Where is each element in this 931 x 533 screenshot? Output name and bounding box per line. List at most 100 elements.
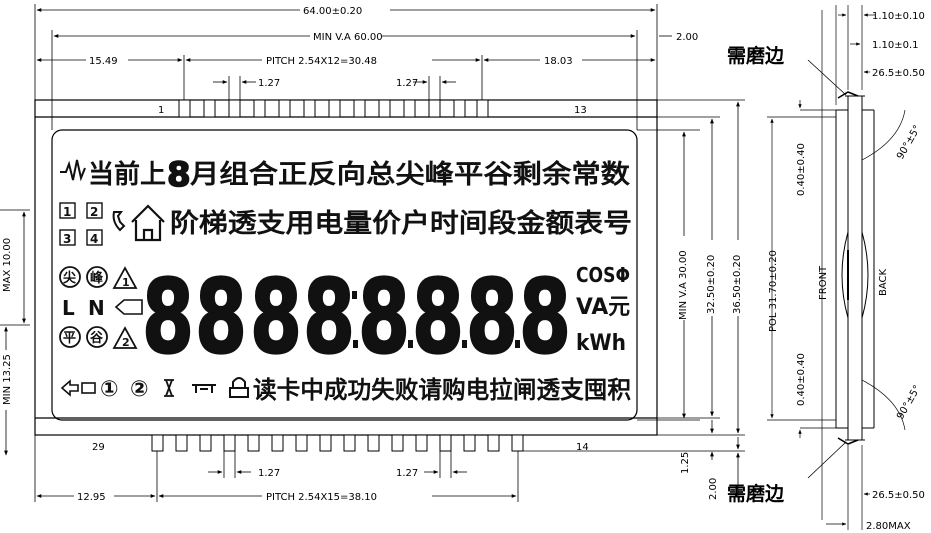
arrow-indicator-icon [114,299,143,315]
house-icon [131,204,165,242]
bottom-pin [295,434,308,452]
tariff-flat: 平 [63,331,76,346]
quadrant-1: 1 [63,205,71,219]
dim-left-min: MIN 13.25 [2,354,13,405]
top-pins [178,99,489,118]
dim-top-pin-spacing-right: 1.27 [396,78,418,89]
top-pin [203,99,216,118]
quadrant-2: 2 [90,205,98,219]
top-pin [403,99,416,118]
tariff-indicators: 尖 峰 平 谷 [59,266,108,348]
digit: 8 [303,258,355,377]
bottom-pin [367,434,380,452]
bottom-pin [415,434,428,452]
top-pin [353,99,366,118]
digit: 8 [519,258,571,377]
row1-text: 月组合正反向总尖峰平谷剩余常数 [189,159,631,190]
dim-bottom-pin-spacing-right: 1.27 [396,468,418,479]
quadrant-3: 3 [63,232,71,246]
row4-text: 读卡中成功失败请购电拉闸透支囤积 [253,376,631,404]
lock-icon [229,377,249,398]
side-bottom-width: 26.5±0.50 [872,490,925,501]
top-pin [178,99,191,118]
dim-top-pin-spacing-left: 1.27 [258,78,280,89]
key-icon [192,384,216,393]
pin-label-last-top: 13 [574,105,587,116]
grinding-note-top: 需磨边 [727,44,785,67]
side-top-thickness: 1.10±0.10 [872,11,925,22]
bottom-pin [463,434,476,452]
side-top-width: 26.5±0.50 [872,68,925,79]
side-front-label: FRONT [818,265,829,300]
phase-n: N [88,296,105,320]
dim-view-area-width: MIN V.A 60.00 [313,32,383,43]
top-pin [303,99,316,118]
side-top-thickness-2: 1.10±0.1 [872,40,919,51]
viewing-area [51,129,638,421]
top-pin [253,99,266,118]
warning-icon-1 [112,266,138,289]
top-pin [453,99,466,118]
dim-overall-width: 64.00±0.20 [303,6,362,17]
decimal-point [462,340,467,348]
pin-label-first-bottom: 29 [92,442,105,453]
circle-1-indicator: ① [100,377,119,402]
bottom-pin [271,434,284,452]
dim-right-height-inner: 32.50±0.20 [706,255,717,314]
circle-2-indicator: ② [130,377,149,402]
digit: 8 [412,258,464,377]
left-arrow-icon [60,379,79,397]
tariff-high: 峰 [90,270,104,286]
side-offset-top: 0.40±0.40 [796,143,807,196]
bottom-pin [487,434,500,452]
dim-right-view-area: MIN V.A 30.00 [678,250,689,320]
digit: 8 [358,258,410,377]
pin-label-last-bottom: 14 [576,442,589,453]
bottom-pin [319,434,332,452]
bottom-pin [151,434,164,452]
bottom-pin [511,434,524,452]
tariff-valley: 谷 [90,330,104,346]
unit-va-yuan: VA元 [576,295,630,320]
side-back-label: BACK [878,268,889,296]
row1-digit: 8 [167,155,191,195]
signal-icon [60,159,86,182]
decimal-point [352,291,357,299]
side-bottom-max: 2.80MAX [866,521,911,532]
dim-right-height-outer: 36.50±0.20 [732,255,743,314]
quadrant-4: 4 [90,232,98,246]
warning-label-1: 1 [122,276,130,289]
pin-label-first-top: 1 [158,105,164,116]
bottom-pins [151,434,524,452]
dim-top-right-gap: 2.00 [676,32,698,43]
dim-bottom-pin-spacing-left: 1.27 [258,468,280,479]
phase-l: L [62,296,75,320]
side-angle-bottom: 90°±5° [895,384,923,422]
dim-left-max: MAX 10.00 [2,238,13,292]
side-offset-bottom: 0.40±0.40 [796,353,807,406]
warning-icon-2 [112,326,138,349]
battery-icon [81,382,96,394]
bottom-pin [175,434,188,452]
main-digits: 8 8 8 8 8 8 8 8 [141,257,572,378]
digit: 8 [142,258,194,377]
unit-kwh: kWh [576,331,626,356]
decimal-point [353,340,358,348]
dim-top-right-offset: 18.03 [544,56,573,67]
side-pol: POL 31.70±0.20 [768,250,779,332]
bottom-pin [223,434,236,452]
top-pin [476,99,489,118]
dim-bottom-pitch: PITCH 2.54X15=38.10 [266,492,377,503]
dim-bottom-left-offset: 12.95 [77,492,106,503]
top-pin [278,99,291,118]
quadrant-indicators: 1 2 3 4 [59,202,103,246]
dim-top-pitch: PITCH 2.54X12=30.48 [266,56,377,67]
dim-right-gap-small: 1.25 [680,452,691,474]
tariff-peak: 尖 [63,270,76,286]
bottom-pin [247,434,260,452]
top-pin [378,99,391,118]
grinding-note-bottom: 需磨边 [727,482,785,505]
bottom-pin [391,434,404,452]
bottom-pin [199,434,212,452]
